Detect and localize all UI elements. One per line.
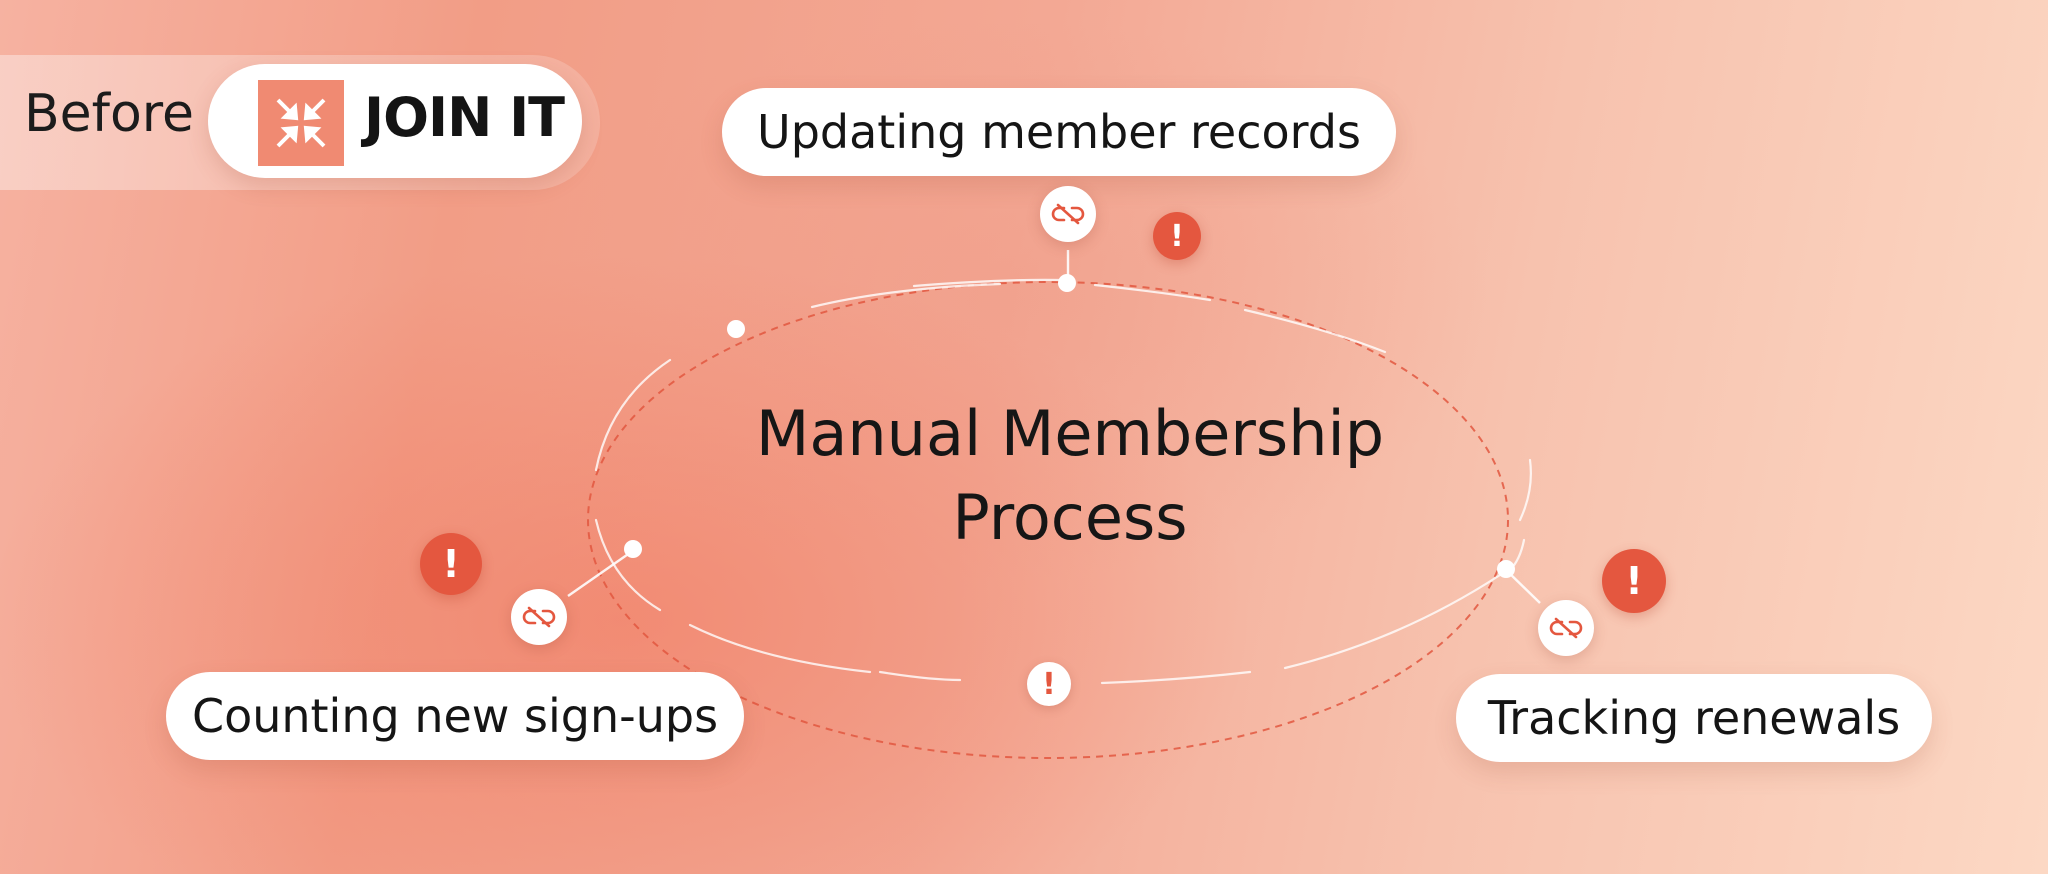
task-pill-tracking-renewals: Tracking renewals (1456, 674, 1932, 762)
arrows-inward-icon (276, 98, 326, 148)
center-title-line-1: Manual Membership (755, 397, 1385, 470)
node-right (1497, 560, 1515, 578)
node-top (1058, 274, 1076, 292)
brand-name: JOIN IT (364, 86, 565, 149)
join-it-logo-icon (258, 80, 344, 166)
broken-link-icon (1040, 186, 1096, 242)
exclamation-icon: ! (1602, 549, 1666, 613)
broken-link-icon (1538, 600, 1594, 656)
task-pill-counting-new-sign-ups: Counting new sign-ups (166, 672, 744, 760)
node-left (624, 540, 642, 558)
center-title-line-2: Process (952, 481, 1188, 554)
exclamation-icon: ! (1027, 662, 1071, 706)
exclamation-icon: ! (420, 533, 482, 595)
broken-link-icon (511, 589, 567, 645)
floating-dot (727, 320, 745, 338)
task-pill-updating-member-records: Updating member records (722, 88, 1396, 176)
exclamation-icon: ! (1153, 212, 1201, 260)
dashed-process-ellipse (587, 281, 1509, 759)
center-title: Manual Membership Process (700, 392, 1440, 560)
before-label: Before (24, 84, 195, 144)
white-orbit-arcs (594, 278, 1532, 685)
